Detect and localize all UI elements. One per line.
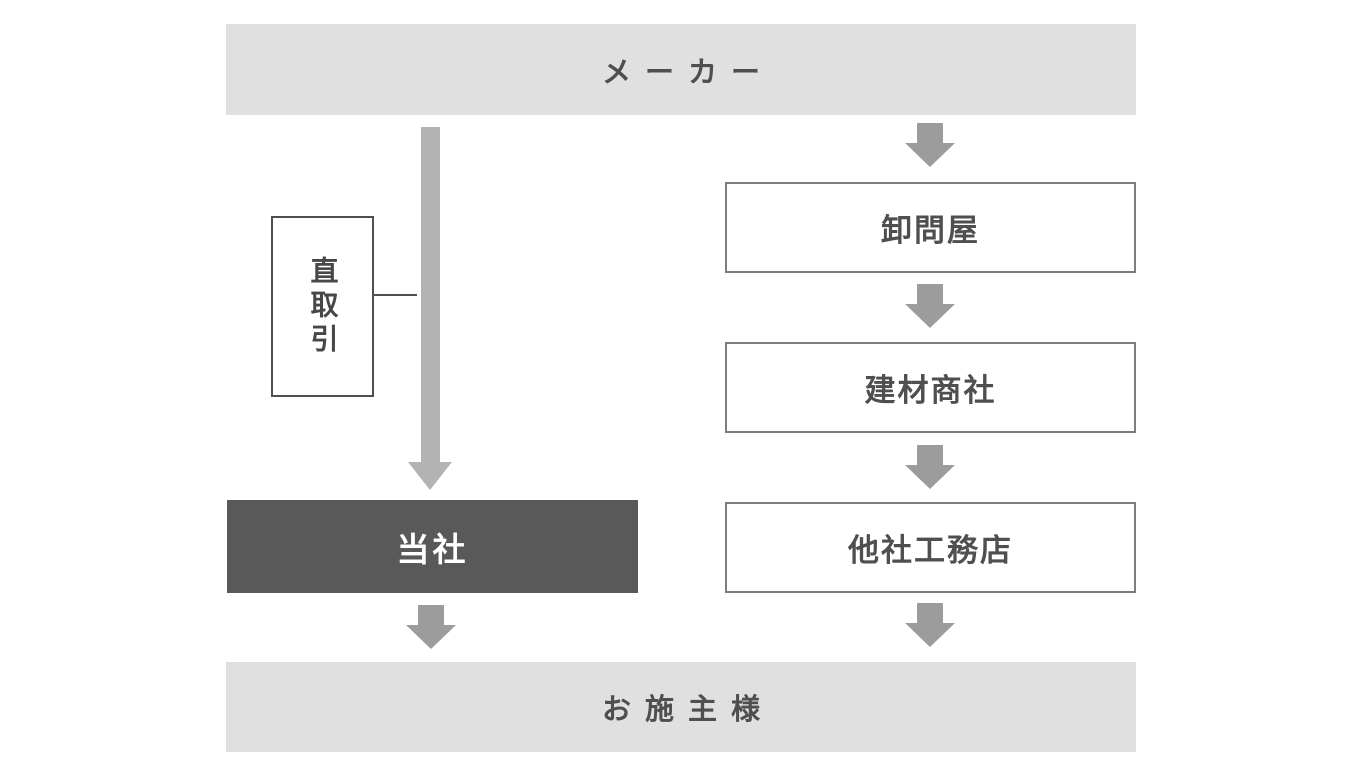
down-arrow-stub [418,605,444,625]
down-arrow-stub [917,603,943,623]
down-arrow-icon [905,123,955,167]
down-arrow-tip [905,465,955,489]
down-arrow-tip [905,623,955,647]
wholesaler-box: 卸問屋 [725,182,1136,273]
direct-flow-arrow-shaft [421,127,440,463]
building-material-trader-label: 建材商社 [864,373,997,408]
our-company-box: 当社 [227,500,638,593]
direct-deal-connector-line [373,294,417,296]
down-arrow-icon [905,445,955,489]
our-company-label: 当社 [396,530,469,568]
down-arrow-tip [905,143,955,167]
direct-flow-arrow-head-icon [408,462,452,490]
client-bar: お施主様 [226,662,1136,752]
down-arrow-tip [406,625,456,649]
wholesaler-label: 卸問屋 [881,213,980,248]
down-arrow-tip [905,304,955,328]
direct-deal-box: 直取引 [271,216,374,397]
other-builders-box: 他社工務店 [725,502,1136,593]
down-arrow-icon [905,603,955,647]
other-builders-label: 他社工務店 [848,533,1013,568]
down-arrow-icon [905,284,955,328]
down-arrow-icon [406,605,456,649]
building-material-trader-box: 建材商社 [725,342,1136,433]
down-arrow-stub [917,445,943,465]
down-arrow-stub [917,123,943,143]
down-arrow-stub [917,284,943,304]
client-label: お施主様 [601,694,774,726]
manufacturer-bar: メーカー [226,24,1136,115]
manufacturer-label: メーカー [601,56,774,89]
direct-deal-label: 直取引 [307,255,339,358]
